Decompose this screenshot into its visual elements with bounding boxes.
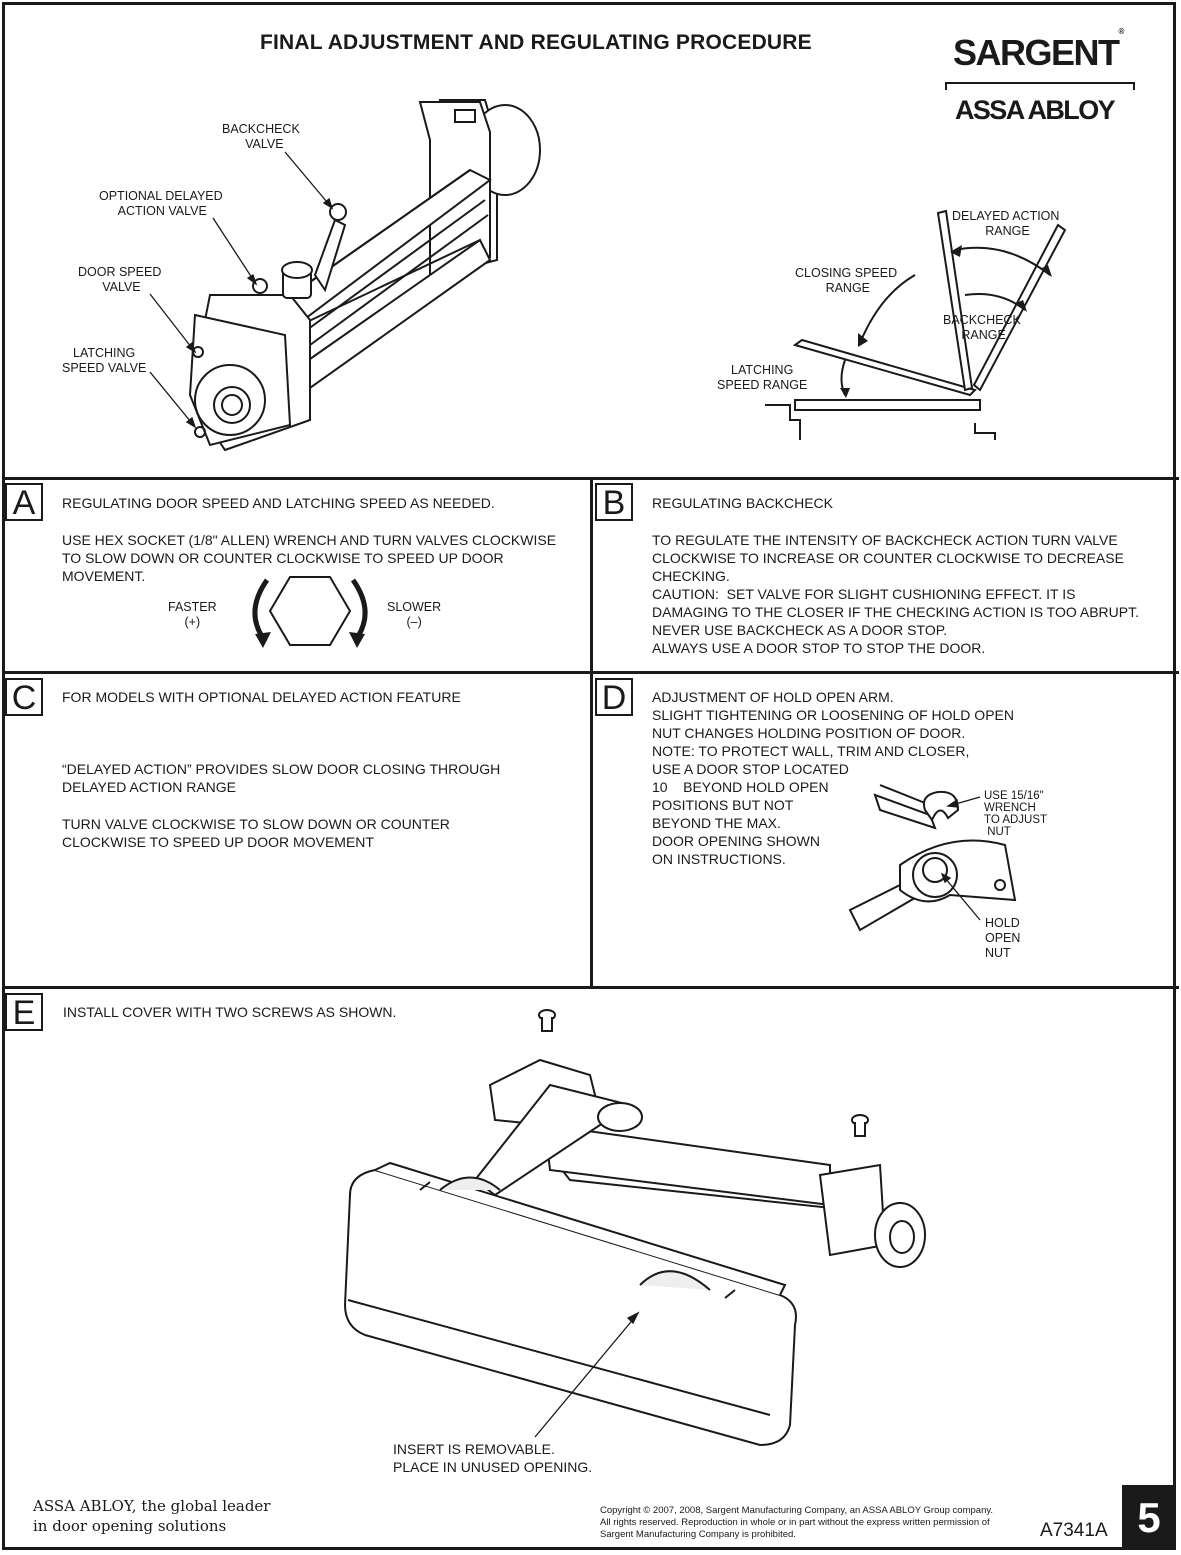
valve-leader-lines bbox=[149, 151, 334, 429]
section-b-body: TO REGULATE THE INTENSITY OF BACKCHECK A… bbox=[652, 532, 1139, 656]
divider-vertical bbox=[590, 477, 593, 989]
hold-open-nut-label: HOLD OPEN NUT bbox=[985, 916, 1021, 960]
hold-open-arm-illustration bbox=[848, 784, 1017, 932]
closing-speed-range-label: CLOSING SPEED RANGE bbox=[795, 266, 898, 295]
backcheck-valve-label: BACKCHECK VALVE bbox=[222, 122, 300, 151]
section-e-heading: INSTALL COVER WITH TWO SCREWS AS SHOWN. bbox=[63, 1004, 397, 1020]
page-number: 5 bbox=[1122, 1485, 1176, 1550]
hex-socket-icon bbox=[252, 576, 368, 648]
insert-note: INSERT IS REMOVABLE. PLACE IN UNUSED OPE… bbox=[393, 1441, 593, 1475]
page-title: FINAL ADJUSTMENT AND REGULATING PROCEDUR… bbox=[260, 31, 812, 54]
slower-label: SLOWER (–) bbox=[387, 600, 442, 629]
door-speed-valve-label: DOOR SPEED VALVE bbox=[78, 265, 162, 294]
section-e-letter: E bbox=[5, 993, 43, 1031]
section-c-letter: C bbox=[5, 678, 43, 716]
section-c-body-2: TURN VALVE CLOCKWISE TO SLOW DOWN OR COU… bbox=[62, 816, 450, 850]
sargent-logo: SARGENT® bbox=[953, 27, 1125, 73]
section-a-heading: REGULATING DOOR SPEED AND LATCHING SPEED… bbox=[62, 495, 495, 511]
delayed-action-range-label: DELAYED ACTION RANGE bbox=[952, 209, 1060, 238]
faster-label: FASTER (+) bbox=[168, 600, 217, 629]
copyright-notice: Copyright © 2007, 2008, Sargent Manufact… bbox=[600, 1505, 994, 1540]
wrench-label: USE 15/16" WRENCH TO ADJUST NUT bbox=[984, 790, 1048, 838]
document-id: A7341A bbox=[1040, 1520, 1108, 1541]
section-c-heading: FOR MODELS WITH OPTIONAL DELAYED ACTION … bbox=[62, 689, 461, 705]
delayed-action-valve-label: OPTIONAL DELAYED ACTION VALVE bbox=[99, 189, 223, 218]
footer-tagline: ASSA ABLOY, the global leader in door op… bbox=[33, 1497, 271, 1535]
section-a-letter: A bbox=[5, 483, 43, 521]
backcheck-range-label: BACKCHECK RANGE bbox=[943, 313, 1021, 342]
section-a-body: USE HEX SOCKET (1/8" ALLEN) WRENCH AND T… bbox=[62, 532, 557, 584]
section-d-letter: D bbox=[595, 678, 633, 716]
cover-install-illustration bbox=[343, 1009, 926, 1447]
door-range-diagram bbox=[765, 209, 1067, 440]
assa-abloy-logo: ASSA ABLOY bbox=[955, 95, 1116, 125]
latching-speed-range-label: LATCHING SPEED RANGE bbox=[717, 363, 808, 392]
logo-rule bbox=[945, 82, 1135, 90]
section-d-body: ADJUSTMENT OF HOLD OPEN ARM. SLIGHT TIGH… bbox=[652, 689, 1014, 867]
section-c-body-1: “DELAYED ACTION” PROVIDES SLOW DOOR CLOS… bbox=[62, 761, 501, 795]
closer-body-illustration bbox=[188, 99, 541, 452]
section-b-heading: REGULATING BACKCHECK bbox=[652, 495, 833, 511]
latching-speed-valve-label: LATCHING SPEED VALVE bbox=[62, 346, 147, 375]
section-b-letter: B bbox=[595, 483, 633, 521]
